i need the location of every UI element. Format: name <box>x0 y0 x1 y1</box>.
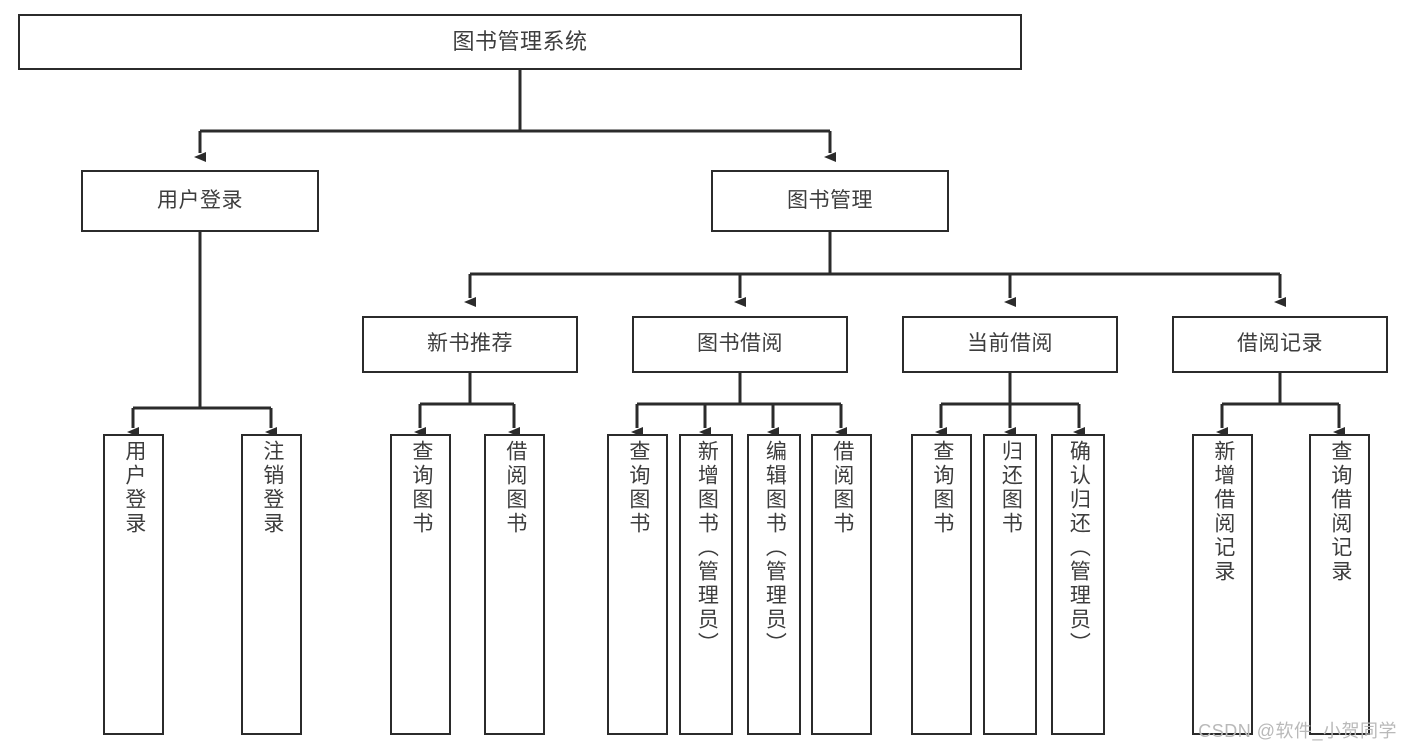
node-label: 新增图书（管理员） <box>695 440 719 656</box>
leaf-borrow-record-add[interactable]: 新增借阅记录 <box>1192 434 1253 735</box>
node-label: 借阅图书 <box>830 440 854 536</box>
leaf-current-borrow-query[interactable]: 查询图书 <box>911 434 972 735</box>
leaf-user-login-logout[interactable]: 注销登录 <box>241 434 302 735</box>
csdn-watermark: CSDN @软件_小贺同学 <box>1198 721 1397 741</box>
node-label: 新书推荐 <box>427 332 513 356</box>
leaf-book-borrow-edit[interactable]: 编辑图书（管理员） <box>747 434 801 735</box>
node-label: 查询图书 <box>930 440 954 536</box>
node-label: 确认归还（管理员） <box>1067 440 1091 656</box>
node-label: 查询借阅记录 <box>1328 440 1352 584</box>
node-label: 图书借阅 <box>697 332 783 356</box>
leaf-book-borrow-query[interactable]: 查询图书 <box>607 434 668 735</box>
node-label: 查询图书 <box>409 440 433 536</box>
node-user-login[interactable]: 用户登录 <box>81 170 319 232</box>
leaf-new-book-borrow[interactable]: 借阅图书 <box>484 434 545 735</box>
edges-new-book <box>414 373 520 437</box>
node-label: 注销登录 <box>260 440 284 536</box>
leaf-new-book-query[interactable]: 查询图书 <box>390 434 451 735</box>
edges-borrow-record <box>1216 373 1345 437</box>
node-label: 借阅图书 <box>503 440 527 536</box>
edges-book-borrow <box>631 373 847 437</box>
node-label: 编辑图书（管理员） <box>763 440 787 656</box>
node-label: 用户登录 <box>157 188 243 212</box>
leaf-current-borrow-return[interactable]: 归还图书 <box>983 434 1037 735</box>
node-book-management[interactable]: 图书管理 <box>711 170 949 232</box>
node-borrow-record[interactable]: 借阅记录 <box>1172 316 1388 373</box>
leaf-book-borrow-borrow[interactable]: 借阅图书 <box>811 434 872 735</box>
edges-root <box>194 70 836 162</box>
leaf-user-login-login[interactable]: 用户登录 <box>103 434 164 735</box>
node-label: 图书管理 <box>787 188 873 212</box>
node-label: 借阅记录 <box>1237 332 1323 356</box>
edges-user-login <box>127 232 277 437</box>
node-label: 图书管理系统 <box>452 29 588 55</box>
node-label: 新增借阅记录 <box>1211 440 1235 584</box>
edges-current-borrow <box>935 373 1085 437</box>
edges-book-manage <box>464 232 1286 307</box>
node-label: 归还图书 <box>999 440 1023 536</box>
leaf-current-borrow-confirm-return[interactable]: 确认归还（管理员） <box>1051 434 1105 735</box>
node-new-book-recommend[interactable]: 新书推荐 <box>362 316 578 373</box>
leaf-borrow-record-query[interactable]: 查询借阅记录 <box>1309 434 1370 735</box>
node-label: 查询图书 <box>626 440 650 536</box>
leaf-book-borrow-add[interactable]: 新增图书（管理员） <box>679 434 733 735</box>
node-root-book-management-system[interactable]: 图书管理系统 <box>18 14 1022 70</box>
node-label: 当前借阅 <box>967 332 1053 356</box>
node-current-borrow[interactable]: 当前借阅 <box>902 316 1118 373</box>
node-label: 用户登录 <box>122 440 146 536</box>
node-book-borrow[interactable]: 图书借阅 <box>632 316 848 373</box>
